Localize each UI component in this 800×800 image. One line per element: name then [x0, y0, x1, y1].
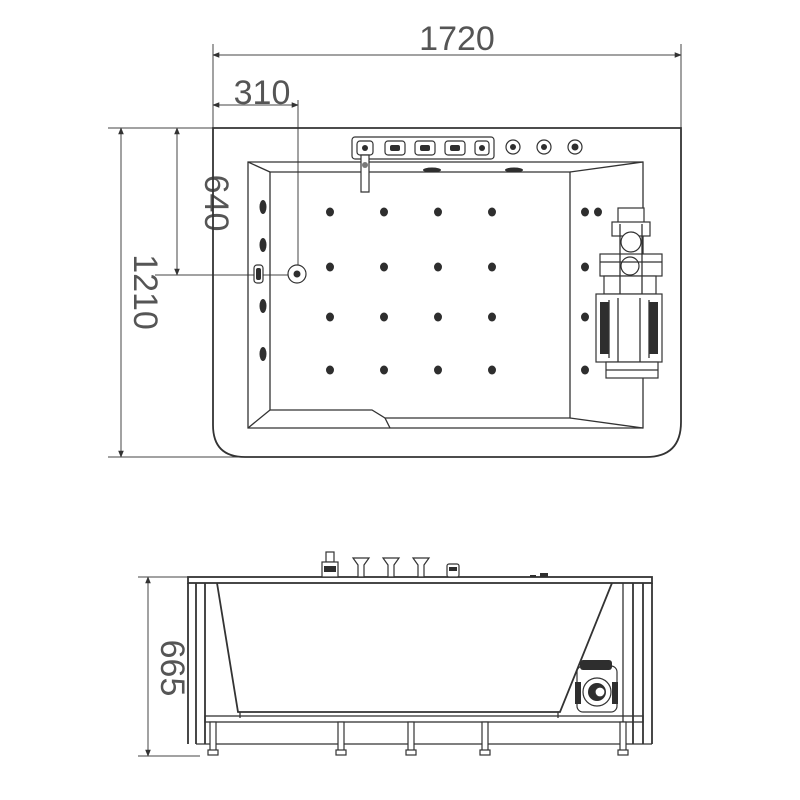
jet-nozzle — [380, 207, 388, 217]
dimension-overall-width: 1210 — [108, 127, 245, 458]
right-wall-jets — [581, 207, 602, 375]
jet-nozzle — [594, 207, 602, 217]
overall-width-label: 1210 — [126, 254, 164, 330]
jet-nozzle — [326, 312, 334, 322]
pump-motor-side-view — [575, 660, 618, 713]
jet-nozzle — [380, 312, 388, 322]
height-label: 665 — [153, 640, 191, 697]
faucet-panel — [351, 136, 495, 193]
support-leg — [209, 721, 217, 753]
jet-nozzle — [488, 365, 496, 375]
jet-nozzle — [488, 262, 496, 272]
jet-nozzle — [581, 207, 589, 217]
support-leg — [337, 721, 345, 753]
dimension-overall-length: 1720 — [212, 20, 682, 132]
jet-nozzle — [581, 365, 589, 375]
overall-length-label: 1720 — [419, 20, 495, 58]
support-leg — [481, 721, 489, 753]
jet-nozzle — [326, 262, 334, 272]
jet-nozzle — [326, 365, 334, 375]
support-leg — [407, 721, 415, 753]
dimension-height: 665 — [138, 576, 215, 757]
jet-nozzle — [434, 262, 442, 272]
jet-nozzle — [488, 312, 496, 322]
jet-nozzle — [434, 365, 442, 375]
jet-nozzle — [380, 365, 388, 375]
jet-nozzle — [581, 312, 589, 322]
bathtub-side-view — [187, 551, 653, 756]
pump-motor-top-view — [595, 207, 663, 379]
tub-body-profile — [216, 582, 613, 713]
inner-rim — [247, 161, 644, 429]
leg-foot — [405, 749, 417, 756]
control-knobs — [505, 139, 583, 155]
bathtub-top-view — [212, 127, 682, 458]
left-wall-jets — [253, 200, 267, 361]
drain-depth-label: 640 — [197, 175, 235, 232]
jet-nozzle — [581, 262, 589, 272]
drain — [287, 264, 307, 284]
leg-foot — [479, 749, 491, 756]
jet-nozzle — [434, 312, 442, 322]
jet-nozzle — [488, 207, 496, 217]
jet-nozzle — [434, 207, 442, 217]
side-view-fittings — [321, 551, 548, 578]
drain-offset-label: 310 — [234, 74, 291, 112]
jet-nozzle — [380, 262, 388, 272]
support-leg — [619, 721, 627, 753]
outer-rim — [212, 127, 682, 458]
jet-nozzle — [326, 207, 334, 217]
leg-foot — [617, 749, 629, 756]
dimension-drain-depth: 640 — [155, 127, 292, 276]
support-legs — [207, 721, 629, 756]
leg-foot — [335, 749, 347, 756]
floor-jet-grid — [326, 207, 496, 375]
dimension-drain-offset: 310 — [212, 74, 299, 268]
tub-floor — [269, 171, 571, 419]
leg-foot — [207, 749, 219, 756]
